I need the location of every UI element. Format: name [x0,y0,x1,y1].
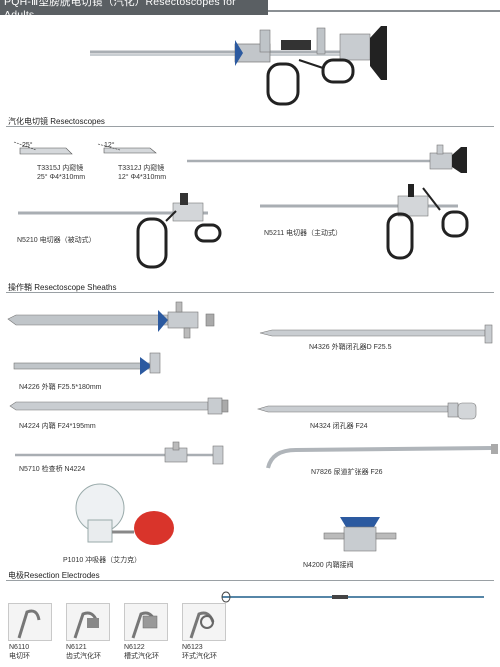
n4326-label: N4326 外鞘闭孔器D F25.5 [309,344,392,351]
angle-12-label: 12° [104,142,115,149]
n4226-outer-sheath-variant-image [13,352,161,375]
electrode-n6122-thumbnail [124,603,168,641]
n4326-obturator-image [259,324,493,344]
n4324-label: N4324 闭孔器 F24 [310,423,368,430]
section-title-resectoscopes: 汽化电切镜 Resectoscopes [8,117,105,126]
section-rule [6,126,494,127]
n5211-working-element-image [260,184,469,260]
n4200-label: N4200 内鞘接阀 [303,562,354,569]
n4226-label: N4226 外鞘 F25.5*180mm [19,384,102,391]
n4200-valve-image [323,517,397,552]
banner-rule [268,10,500,12]
page-banner: PQH-Ⅲ型膀胱电切镜（汽化）Resectoscopes for Adults [0,0,268,21]
n4324-obturator-image [256,402,477,420]
p1010-label: P1010 冲吸器（艾力克） [63,557,142,564]
telescope-tip-12-diagram [97,143,157,154]
n5210-label: N5210 电切器（被动式） [17,237,96,244]
section-rule [6,580,494,581]
electrode-n6122-name: 槽式汽化环 [124,653,159,660]
resectoscope-assembly-image [90,26,387,106]
n5210-working-element-image [18,193,222,269]
n4224-inner-sheath-image [9,397,229,415]
electrode-n6110-code: N6110 [9,644,30,651]
electrode-n6121-thumbnail [66,603,110,641]
electrode-n6121-code: N6121 [66,644,87,651]
page-title: PQH-Ⅲ型膀胱电切镜（汽化）Resectoscopes for Adults [4,0,236,21]
electrode-n6123-name: 环式汽化环 [182,653,217,660]
t3315j-name: T3315J 内窥镜 [37,165,84,172]
n4224-label: N4224 内鞘 F24*195mm [19,423,96,430]
n4226-outer-sheath-image [7,301,215,339]
electrode-n6122-code: N6122 [124,644,145,651]
electrode-n6121-name: 齿式汽化环 [66,653,101,660]
electrode-n6123-code: N6123 [182,644,203,651]
n5710-bridge-image [15,441,224,465]
angle-25-label: 25° [22,142,33,149]
electrode-n6110-thumbnail [8,603,52,641]
section-title-sheaths: 操作鞘 Resectoscope Sheaths [8,283,117,292]
n5710-label: N5710 检查桥 N4224 [19,466,86,473]
t3312j-spec: 12° Φ4*310mm [118,174,167,181]
telescope-tip-25-diagram [13,141,73,155]
section-rule [6,292,494,293]
n7826-label: N7826 尿道扩张器 F26 [311,469,383,476]
p1010-evacuator-image [75,483,174,545]
n5211-label: N5211 电切器（主动式） [264,230,343,237]
electrode-n6123-thumbnail [182,603,226,641]
n7826-dilator-image [266,444,498,469]
telescope-image [187,144,467,173]
t3315j-spec: 25° Φ4*310mm [37,174,86,181]
section-title-electrodes: 电极Resection Electrodes [8,571,100,580]
electrode-n6110-name: 电切环 [9,653,30,660]
t3312j-name: T3312J 内窥镜 [118,165,165,172]
electrode-long-image [221,591,484,603]
